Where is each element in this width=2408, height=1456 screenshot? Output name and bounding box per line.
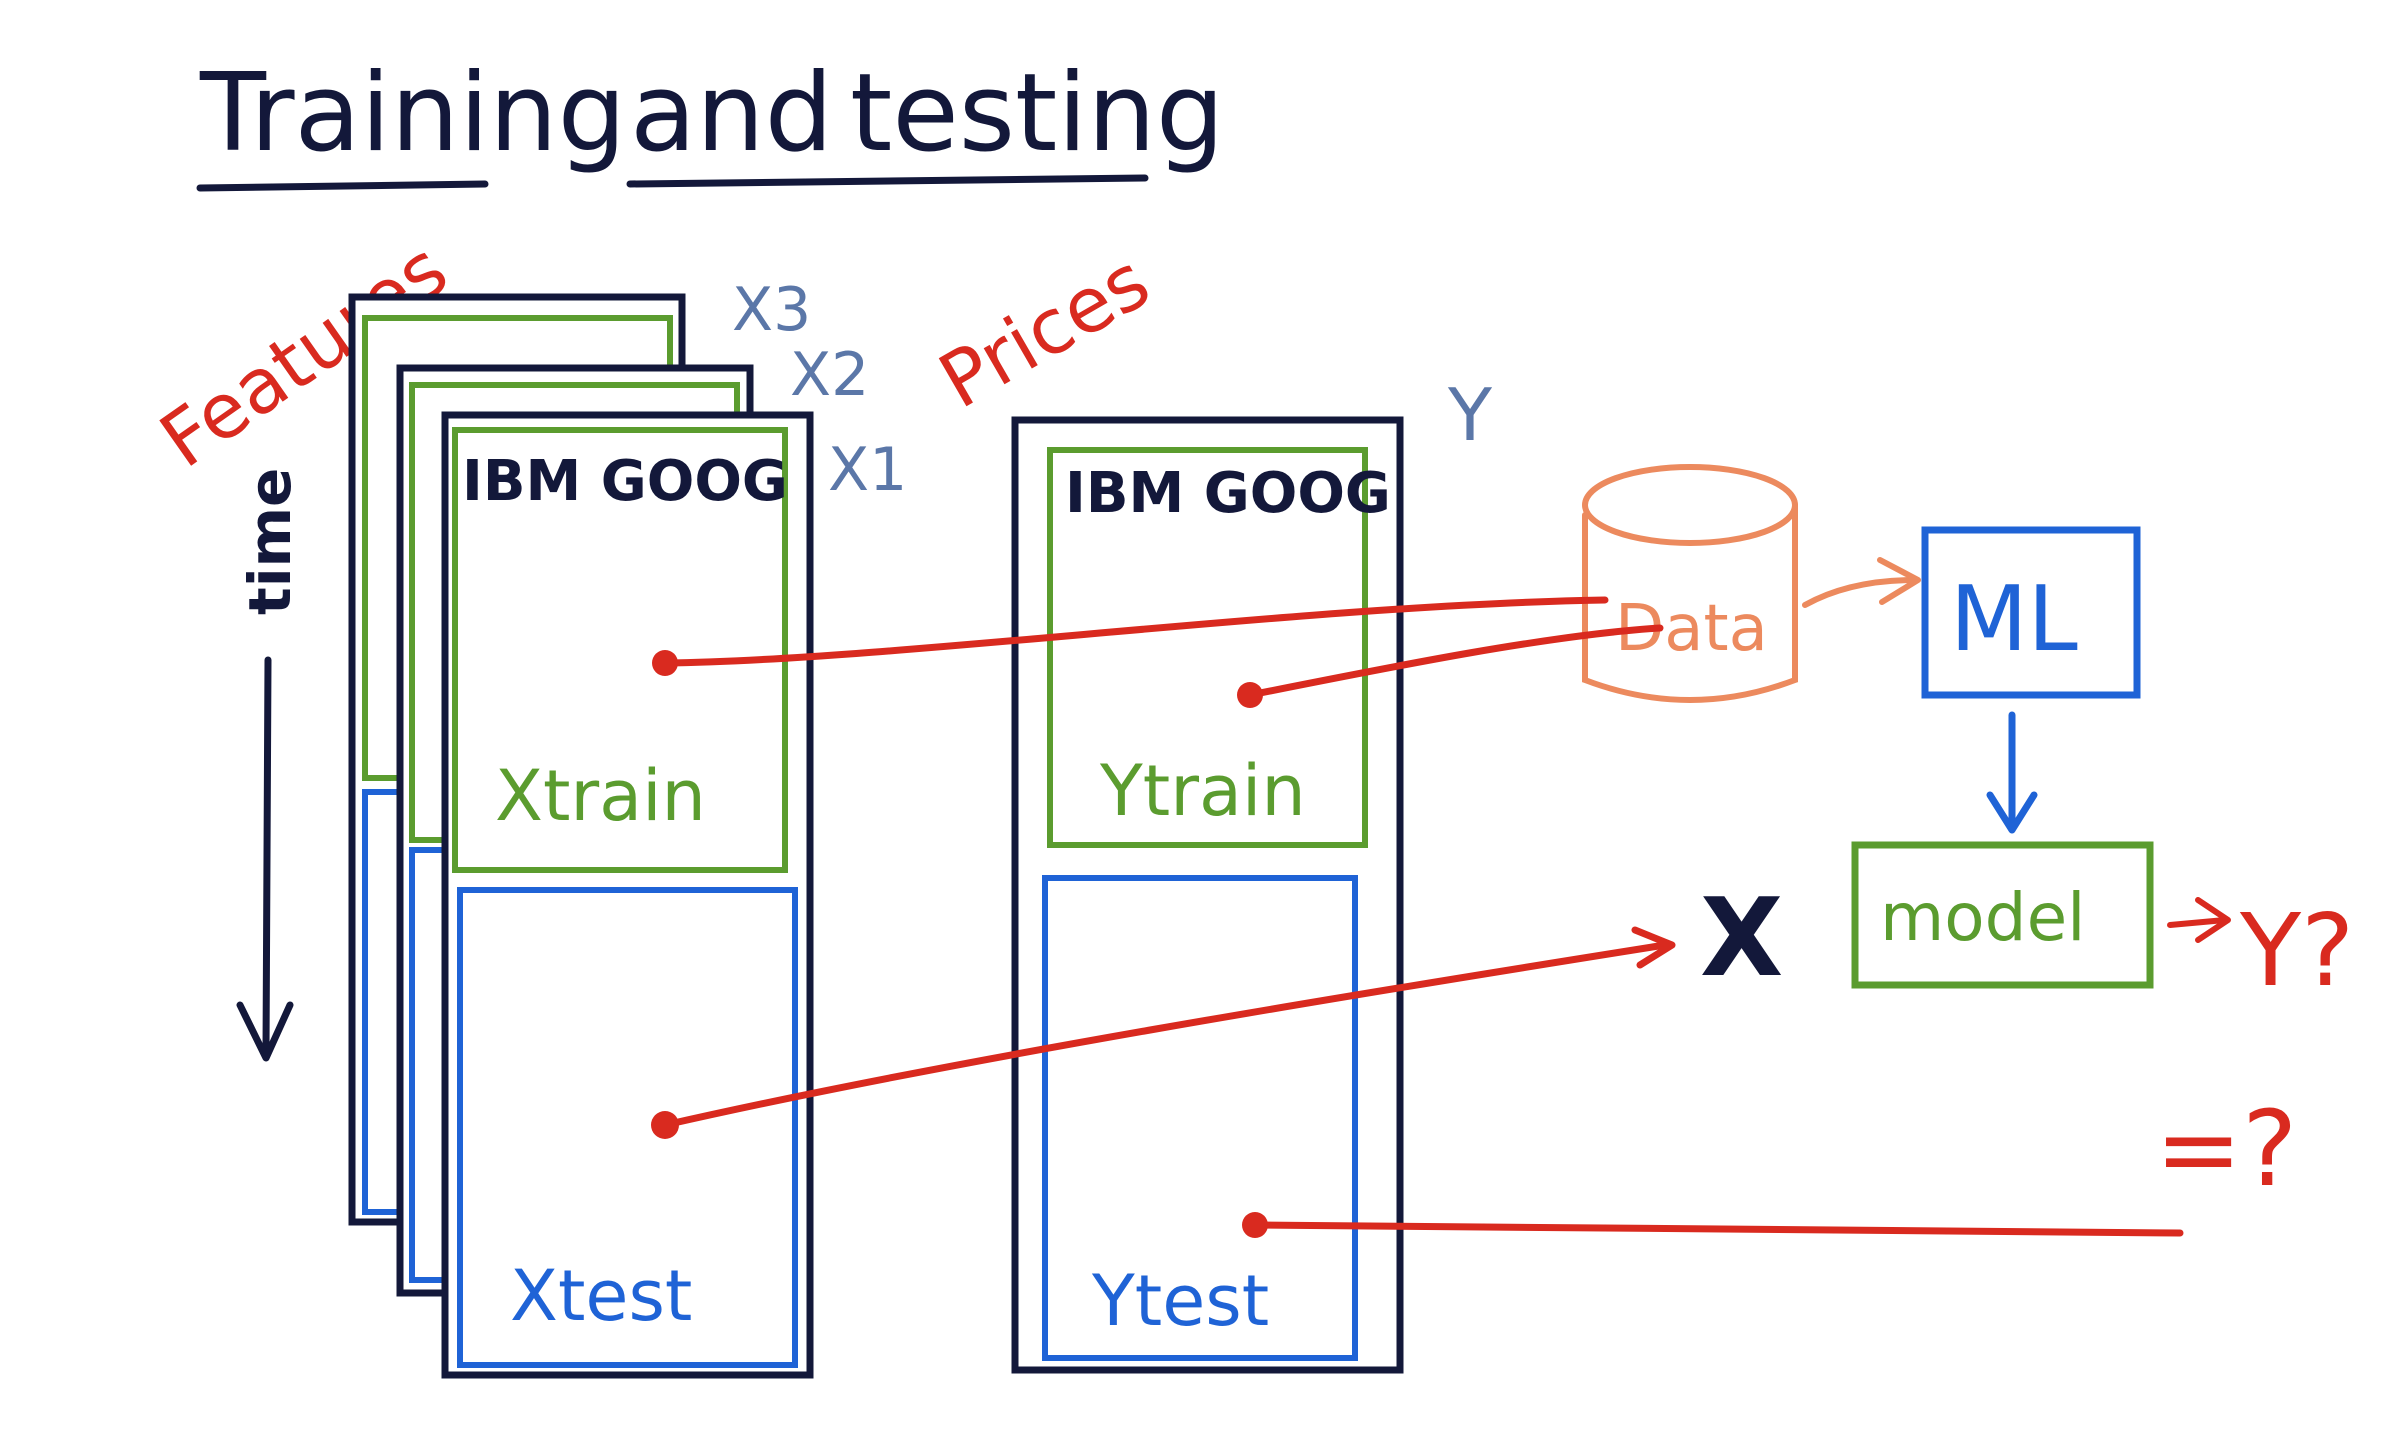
connector-xtest-dot: [651, 1111, 679, 1139]
connector-ytest-dot: [1242, 1212, 1268, 1238]
pipeline: Data ML model X Y? =?: [1582, 464, 2354, 1210]
output-label: Y?: [2239, 892, 2354, 1009]
connector-xtrain-dot: [652, 650, 678, 676]
x-input-label: X: [1700, 876, 1783, 1001]
diagram-title: Training and testing: [196, 51, 1224, 192]
xtrain-block: [452, 427, 788, 873]
layer-label-x1: X1: [828, 435, 907, 505]
arrow-ml-to-model-head: [1986, 791, 2038, 834]
time-axis-arrowhead: [236, 1001, 294, 1062]
prices-label: Prices: [925, 236, 1164, 426]
title-word-testing: testing: [850, 51, 1224, 176]
title-underline-left: [196, 180, 489, 192]
connector-ytest-to-compare: [1251, 1221, 2184, 1237]
arrow-model-to-output-head: [2195, 897, 2231, 943]
arrow-data-to-ml-head: [1877, 557, 1921, 605]
xtest-block: [457, 887, 798, 1368]
connectors: [651, 596, 2184, 1238]
ytrain-block: [1047, 447, 1368, 848]
time-axis-line: [262, 656, 272, 1054]
ml-box: [1921, 526, 2141, 699]
xtrain-label: Xtrain: [495, 755, 706, 837]
prices-layer-label-y: Y: [1447, 373, 1493, 457]
connector-xtrain-to-data: [661, 596, 1609, 667]
connector-xtest-arrowhead: [1631, 926, 1676, 969]
title-underline-right: [626, 174, 1149, 188]
model-box: [1851, 841, 2154, 989]
connector-ytrain-to-data: [1246, 624, 1664, 699]
features-stack: Features time IBM GOOG Xtrain Xtest X3: [144, 224, 907, 1379]
compare-label: =?: [2155, 1088, 2297, 1210]
feature-frame-x1: IBM GOOG Xtrain Xtest: [441, 411, 814, 1379]
connector-xtest-to-x: [661, 941, 1669, 1129]
arrow-data-to-ml: [1802, 577, 1918, 608]
features-column-headers: IBM GOOG: [462, 449, 788, 514]
prices-column-headers: IBM GOOG: [1065, 461, 1391, 526]
time-axis-label: time: [236, 468, 304, 615]
model-label: model: [1880, 879, 2086, 956]
title-word-training: Training: [199, 51, 626, 176]
ml-label: ML: [1950, 567, 2078, 672]
prices-frame: [1011, 416, 1404, 1374]
connector-ytrain-dot: [1237, 682, 1263, 708]
layer-label-x3: X3: [732, 275, 811, 345]
ytest-block: [1042, 875, 1358, 1361]
xtest-label: Xtest: [510, 1255, 692, 1337]
arrow-model-to-output: [2167, 917, 2228, 928]
ytest-label: Ytest: [1091, 1260, 1269, 1342]
layer-label-x2: X2: [790, 340, 869, 410]
title-word-and: and: [630, 51, 833, 176]
data-cylinder: Data: [1582, 464, 1798, 703]
prices-stack: Prices Y IBM GOOG Ytrain Ytest: [925, 236, 1493, 1374]
ytrain-label: Ytrain: [1099, 750, 1306, 832]
